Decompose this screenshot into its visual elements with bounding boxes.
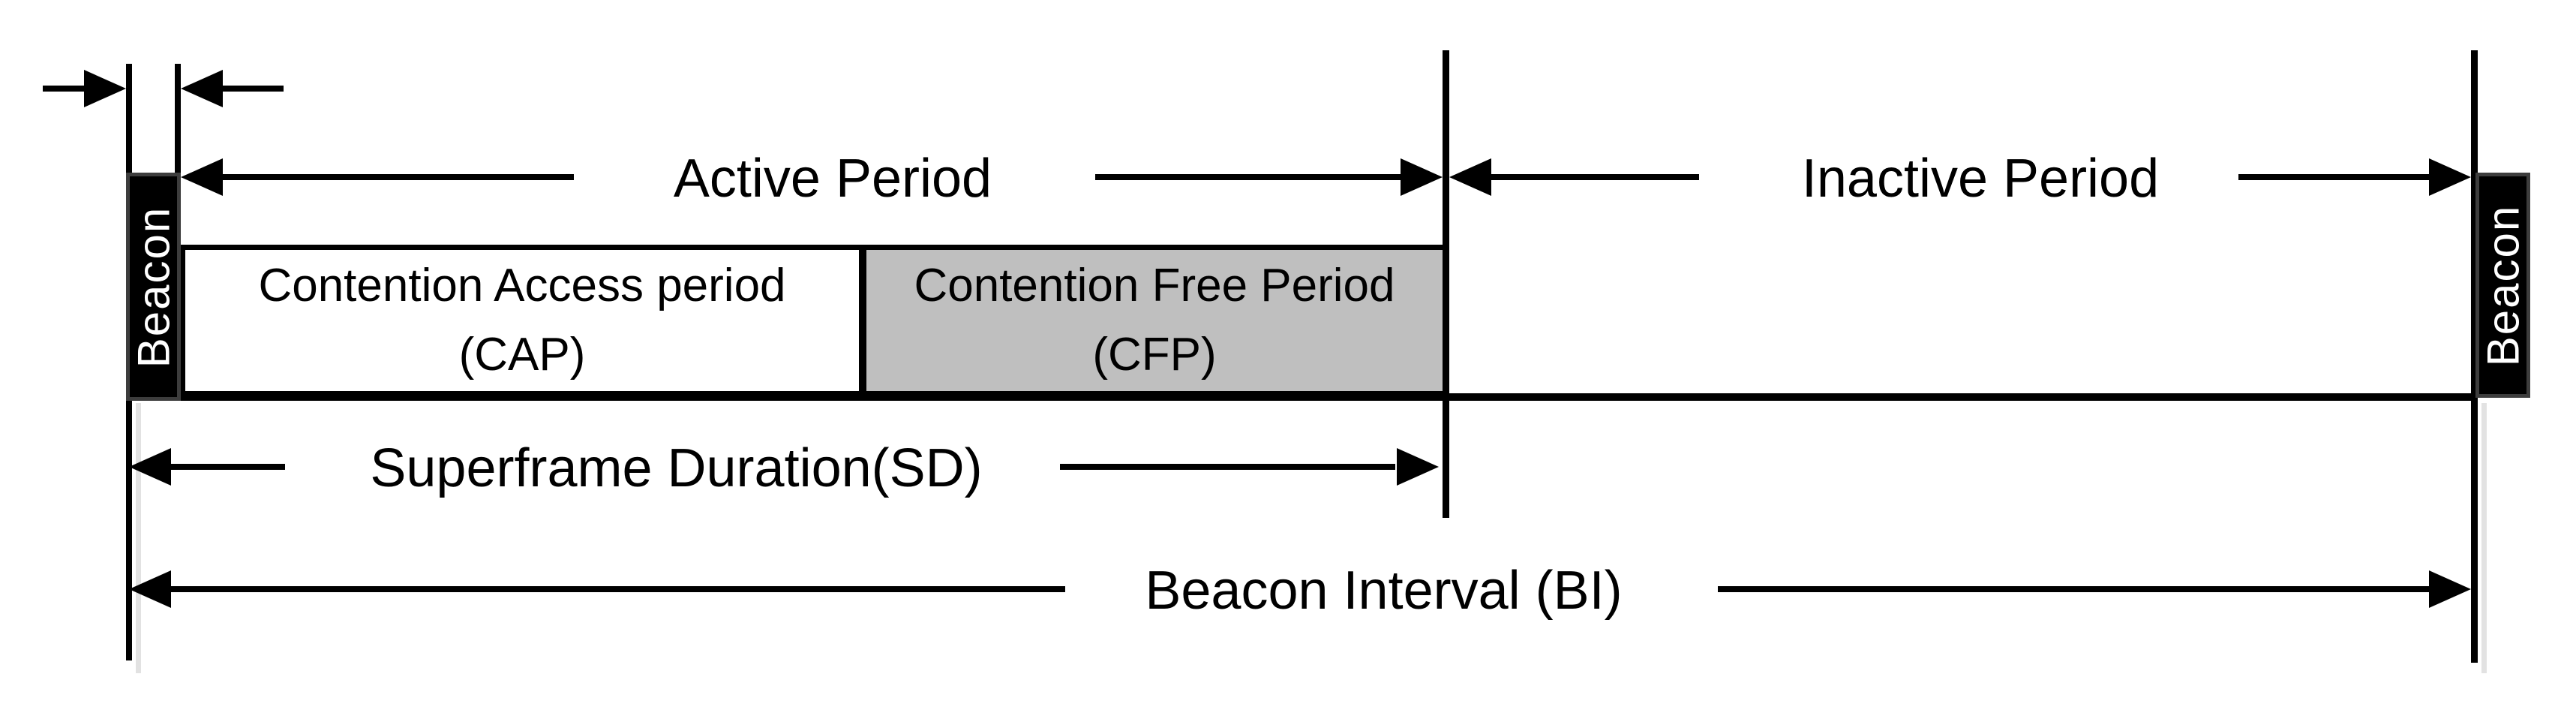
right-line-shadow bbox=[2481, 403, 2487, 673]
beacon-interval-label: Beacon Interval (BI) bbox=[1145, 561, 1623, 621]
next-beacon-line bbox=[2471, 50, 2478, 663]
beacon-box-left: Beacon bbox=[126, 173, 181, 401]
sd-line-right bbox=[1060, 464, 1395, 470]
active-period-line-left bbox=[221, 174, 574, 180]
beacon-width-arrow-right-icon bbox=[84, 70, 126, 107]
superframe-duration-label: Superframe Duration(SD) bbox=[370, 438, 983, 498]
beacon-width-line-left bbox=[43, 86, 86, 92]
cap-label-line1: Contention Access period bbox=[258, 260, 786, 312]
timeline-baseline bbox=[126, 393, 2474, 401]
bi-arrow-left-icon bbox=[129, 570, 171, 608]
active-period-arrow-right-icon bbox=[1401, 158, 1443, 196]
cfp-box: Contention Free Period (CFP) bbox=[861, 245, 1448, 396]
inactive-period-line-right bbox=[2238, 174, 2429, 180]
active-period-arrow-left-icon bbox=[181, 158, 223, 196]
cap-label-line2: (CAP) bbox=[458, 329, 586, 381]
active-period-label: Active Period bbox=[673, 149, 992, 209]
beacon-width-arrow-left-icon bbox=[181, 70, 223, 107]
cfp-label-line1: Contention Free Period bbox=[914, 260, 1395, 312]
inactive-period-label: Inactive Period bbox=[1801, 149, 2160, 209]
inactive-period-line-left bbox=[1489, 174, 1699, 180]
beacon-box-right: Beacon bbox=[2475, 173, 2530, 398]
bi-line-right bbox=[1718, 586, 2429, 592]
sd-arrow-left-icon bbox=[129, 448, 171, 486]
cap-box: Contention Access period (CAP) bbox=[180, 245, 864, 396]
inactive-period-arrow-right-icon bbox=[2429, 158, 2471, 196]
beacon-right-label: Beacon bbox=[2478, 204, 2528, 366]
bi-arrow-right-icon bbox=[2429, 570, 2471, 608]
beacon-width-line-right bbox=[221, 86, 284, 92]
sd-line-left bbox=[169, 464, 285, 470]
beacon-left-label: Beacon bbox=[128, 206, 179, 368]
beacon-width-tick-right bbox=[175, 64, 181, 174]
inactive-period-arrow-left-icon bbox=[1449, 158, 1491, 196]
cfp-label-line2: (CFP) bbox=[1092, 329, 1217, 381]
sd-arrow-right-icon bbox=[1397, 448, 1439, 486]
active-period-line-right bbox=[1095, 174, 1404, 180]
left-line-shadow bbox=[136, 403, 141, 673]
bi-line-left bbox=[169, 586, 1065, 592]
